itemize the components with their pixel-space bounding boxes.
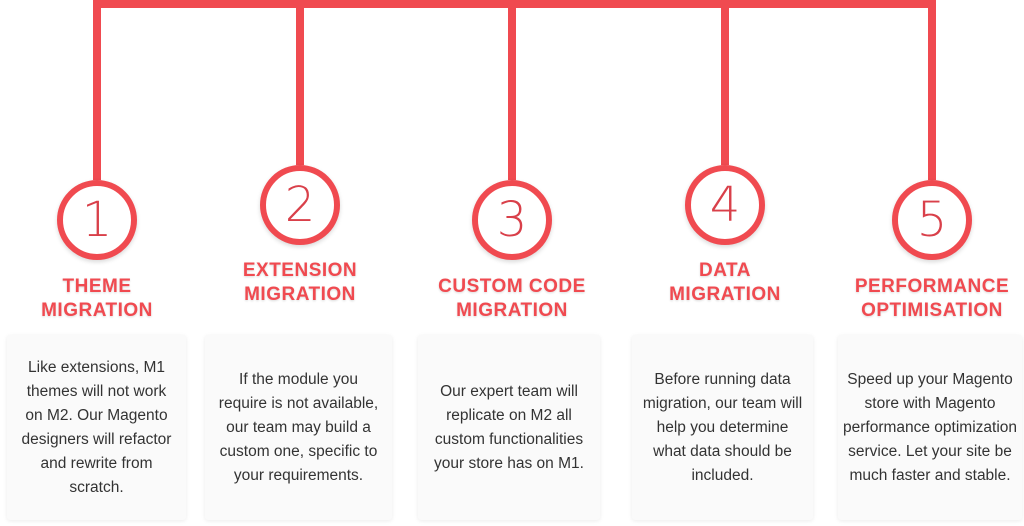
step-number-4: 4	[685, 165, 765, 245]
step-title-5: PERFORMANCE OPTIMISATION	[832, 275, 1024, 323]
connector-line-2	[296, 0, 304, 165]
title-line: MIGRATION	[669, 284, 781, 305]
title-line: CUSTOM CODE	[438, 276, 586, 297]
step-title-1: THEME MIGRATION	[0, 275, 197, 323]
step-description-5: Speed up your Magento store with Magento…	[838, 335, 1022, 520]
title-line: OPTIMISATION	[861, 300, 1003, 321]
title-line: MIGRATION	[41, 300, 153, 321]
step-description-3: Our expert team will replicate on M2 all…	[418, 335, 600, 520]
title-line: DATA	[699, 260, 751, 281]
step-description-4: Before running data migration, our team …	[632, 335, 813, 520]
step-number-3: 3	[472, 180, 552, 260]
step-number-1: 1	[57, 180, 137, 260]
title-line: MIGRATION	[244, 284, 356, 305]
step-number-5: 5	[892, 180, 972, 260]
step-title-4: DATA MIGRATION	[625, 259, 825, 307]
step-title-2: EXTENSION MIGRATION	[200, 259, 400, 307]
step-description-2: If the module you require is not availab…	[205, 335, 392, 520]
connector-line-5	[928, 0, 936, 180]
connector-line-4	[721, 0, 729, 165]
connector-line-1	[93, 0, 101, 180]
step-description-1: Like extensions, M1 themes will not work…	[7, 335, 186, 520]
title-line: EXTENSION	[242, 260, 358, 281]
title-line: MIGRATION	[456, 300, 568, 321]
connector-line-3	[508, 0, 516, 180]
title-line: THEME	[62, 276, 132, 297]
step-title-3: CUSTOM CODE MIGRATION	[412, 275, 612, 323]
title-line: PERFORMANCE	[854, 276, 1010, 297]
step-number-2: 2	[260, 165, 340, 245]
